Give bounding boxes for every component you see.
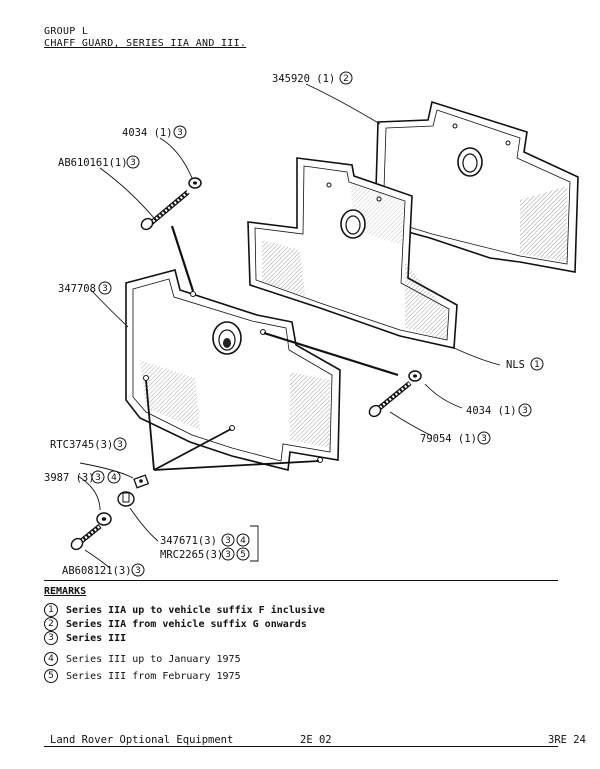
remarks-divider [44, 580, 558, 581]
footer-page-ref: 2E 02 [300, 734, 332, 746]
svg-text:3: 3 [225, 550, 231, 560]
svg-text:3: 3 [102, 284, 108, 294]
remark-item-1: 1 Series IIA up to vehicle suffix F incl… [44, 603, 325, 617]
footer-publication: Land Rover Optional Equipment [50, 734, 234, 746]
svg-text:4: 4 [240, 536, 246, 546]
callout-mrc2265: MRC2265(3) 3 5 [160, 547, 250, 561]
callout-4034-right: 4034 (1) 3 [466, 403, 532, 417]
ref-badge: 4 [44, 652, 58, 666]
callout-345920: 345920 (1) 2 [272, 71, 353, 85]
remark-text: Series III from February 1975 [66, 670, 241, 682]
svg-text:79054 (1): 79054 (1) [420, 433, 477, 445]
washer-right [408, 370, 422, 382]
svg-text:3: 3 [117, 440, 123, 450]
svg-text:4: 4 [111, 473, 117, 483]
leader-lines [77, 83, 501, 569]
remark-item-4: 4 Series III up to January 1975 [44, 652, 241, 666]
screw-top [140, 190, 190, 231]
svg-text:3987 (3): 3987 (3) [44, 472, 95, 484]
callout-3987: 3987 (3) 3 4 [44, 470, 121, 484]
grommet-front [212, 321, 242, 355]
chaff-guard-iii-panel [125, 269, 341, 471]
svg-text:347671(3): 347671(3) [160, 535, 217, 547]
callout-ab608121: AB608121(3) 3 [62, 563, 145, 577]
washer-top [188, 177, 202, 189]
svg-text:1: 1 [534, 360, 540, 370]
washer-small [96, 512, 112, 526]
ref-badge: 1 [44, 603, 58, 617]
svg-text:AB608121(3): AB608121(3) [62, 565, 132, 577]
callout-nls: NLS 1 [506, 357, 544, 371]
svg-text:345920 (1): 345920 (1) [272, 73, 335, 85]
svg-text:5: 5 [240, 550, 246, 560]
callout-rtc3745: RTC3745(3) 3 [50, 437, 127, 451]
svg-text:2: 2 [343, 74, 349, 84]
svg-text:3: 3 [481, 434, 487, 444]
svg-text:MRC2265(3): MRC2265(3) [160, 549, 223, 561]
footer-divider [44, 746, 558, 747]
page-title: CHAFF GUARD, SERIES IIA AND III. [44, 38, 247, 49]
footer-page-number: 3RE 24 [548, 734, 586, 746]
group-label: GROUP L [44, 26, 89, 37]
chaff-guard-iia-panel [374, 100, 579, 273]
remark-item-5: 5 Series III from February 1975 [44, 669, 241, 683]
clip-rtc3745 [133, 474, 150, 489]
svg-text:AB610161(1): AB610161(1) [58, 157, 128, 169]
svg-text:3: 3 [177, 128, 183, 138]
ref-badge: 3 [44, 631, 58, 645]
callout-ab610161: AB610161(1) 3 [58, 155, 140, 169]
remark-text: Series III up to January 1975 [66, 653, 241, 665]
svg-text:3: 3 [135, 566, 141, 576]
chaff-guard-nls-panel [247, 157, 458, 349]
svg-text:RTC3745(3): RTC3745(3) [50, 439, 113, 451]
svg-text:4034 (1): 4034 (1) [122, 127, 173, 139]
remark-item-3: 3 Series III [44, 631, 126, 645]
grommet-rear [457, 147, 483, 177]
svg-text:3: 3 [95, 473, 101, 483]
ref-badge: 2 [44, 617, 58, 631]
remark-text: Series III [66, 632, 127, 644]
remark-text: Series IIA up to vehicle suffix F inclus… [66, 604, 325, 616]
grommet-middle [340, 209, 366, 239]
svg-text:347708: 347708 [58, 283, 96, 295]
ref-badge: 5 [44, 669, 58, 683]
svg-text:4034 (1): 4034 (1) [466, 405, 517, 417]
svg-text:NLS: NLS [506, 359, 525, 371]
exploded-parts-diagram: 345920 (1) 2 4034 (1) 3 AB610161(1) 3 34… [44, 71, 579, 577]
remarks-heading: REMARKS [44, 586, 87, 597]
svg-text:3: 3 [130, 158, 136, 168]
svg-text:3: 3 [225, 536, 231, 546]
remark-text: Series IIA from vehicle suffix G onwards [66, 618, 307, 630]
rivet [117, 491, 135, 507]
screw-right [368, 381, 412, 418]
screw-small [70, 524, 102, 551]
callout-347708: 347708 3 [58, 281, 112, 295]
svg-text:3: 3 [522, 406, 528, 416]
callout-4034-top: 4034 (1) 3 [122, 125, 187, 139]
remark-item-2: 2 Series IIA from vehicle suffix G onwar… [44, 617, 307, 631]
callout-347671: 347671(3) 3 4 [160, 533, 250, 547]
callout-79054: 79054 (1) 3 [420, 431, 491, 445]
